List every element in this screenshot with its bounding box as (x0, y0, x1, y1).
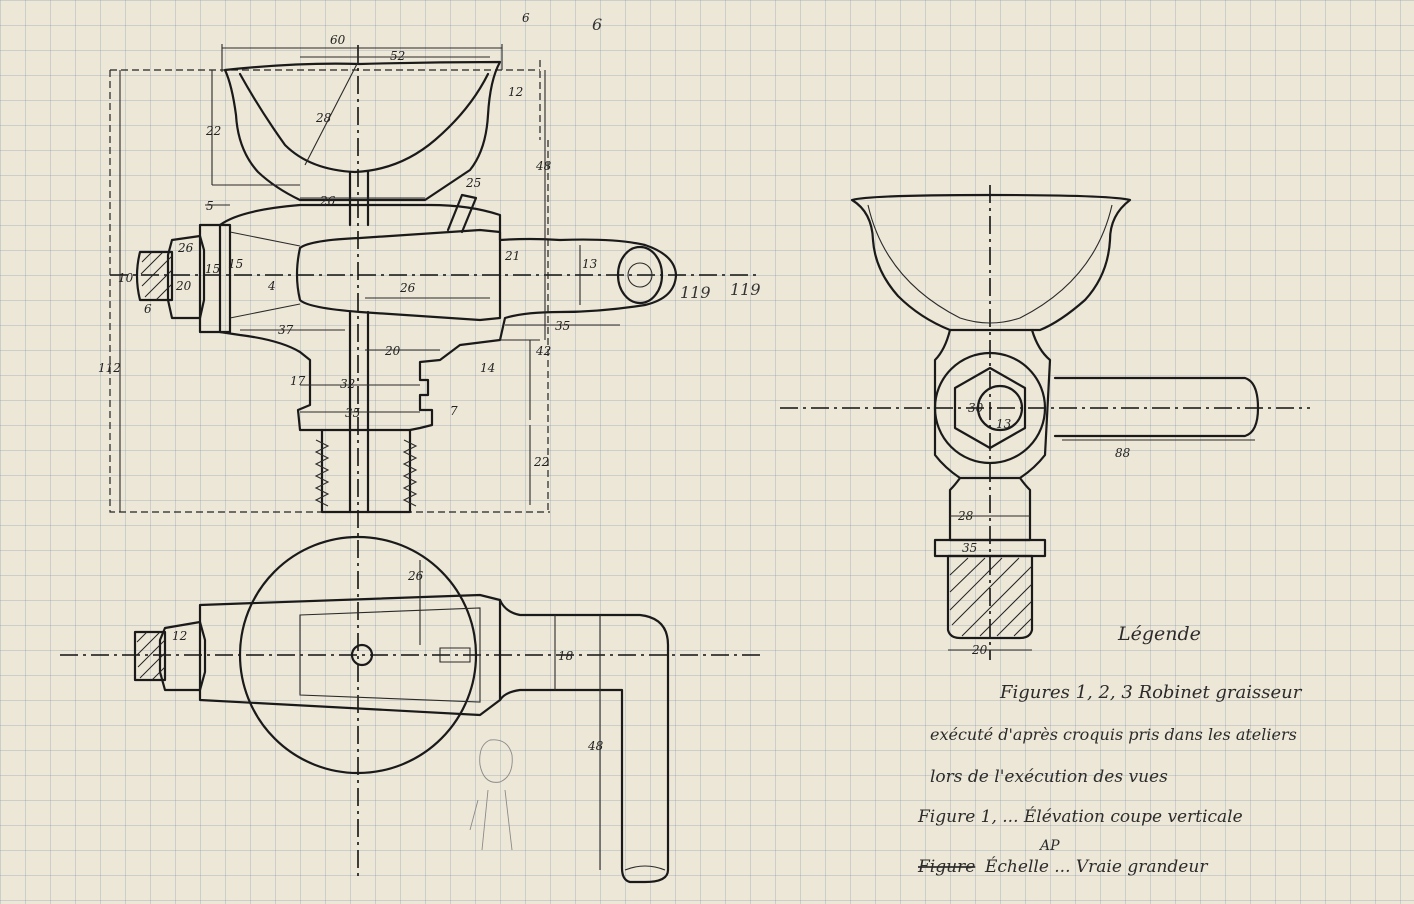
dim-32: 32 (340, 377, 355, 391)
dim-side-13: 13 (996, 417, 1012, 431)
dim-plan-26: 26 (407, 569, 424, 583)
legend-line-3: lors de l'exécution des vues (930, 767, 1168, 787)
side-hex-nut (953, 366, 1027, 450)
dim-42: 42 (535, 344, 551, 358)
legend-line-6: Échelle ... Vraie grandeur (984, 856, 1208, 877)
handle-tip (624, 865, 666, 871)
dim-side-20: 20 (971, 643, 988, 657)
dim-nut-26: 26 (177, 241, 194, 255)
side-collar (933, 538, 1047, 558)
thread-left (314, 439, 330, 507)
right-extent-lines (539, 60, 549, 512)
figure-3-side: 30 13 88 28 35 20 (780, 185, 1310, 660)
dim-side-35: 35 (962, 541, 977, 555)
dim-21: 21 (504, 249, 520, 263)
oblique-oil-hole (446, 193, 478, 234)
dim-nut-15a: 15 (205, 262, 220, 276)
dim-side-28: 28 (957, 509, 974, 523)
bolt-end-hatching (140, 251, 173, 301)
bolt-end (135, 250, 174, 302)
dim-22: 22 (205, 124, 221, 138)
legend-line-2: exécuté d'après croquis pris dans les at… (930, 725, 1297, 744)
side-thread-hatching (949, 557, 1033, 637)
dim-nut-20: 20 (175, 279, 192, 293)
dim-12: 12 (508, 85, 523, 99)
pencil-sketch-figure (469, 739, 513, 851)
dim-13: 13 (582, 257, 598, 271)
dim-plan-12: 12 (172, 629, 187, 643)
thread-right (402, 439, 418, 507)
tapered-plug (295, 228, 502, 322)
legend-line-1: Figures 1, 2, 3 Robinet graisseur (999, 682, 1303, 703)
dim-20: 20 (384, 344, 401, 358)
dim-52: 52 (390, 49, 405, 63)
dim-17: 17 (290, 374, 306, 388)
plug-plan (299, 607, 481, 703)
dim-4: 4 (267, 279, 276, 293)
dim-plan-48: 48 (587, 739, 604, 753)
threaded-tail (320, 428, 412, 514)
dim-26-plug: 26 (399, 281, 416, 295)
dim-112: 112 (98, 361, 121, 375)
dim-5: 5 (206, 199, 214, 213)
side-bolt (976, 384, 1024, 432)
side-body (933, 328, 1052, 480)
figure-1-elevation: 60 52 6 6 28 22 12 48 26 25 5 26 20 15 1… (98, 11, 761, 540)
dim-25: 25 (465, 176, 481, 190)
dim-119: 119 (680, 283, 711, 302)
dim-line-22 (211, 70, 300, 186)
legend-notes: Légende Figures 1, 2, 3 Robinet graisseu… (917, 623, 1303, 877)
handle-end (616, 245, 664, 305)
dim-22b: 22 (533, 455, 549, 469)
dim-nut-6: 6 (144, 302, 152, 316)
dim-side-88: 88 (1115, 446, 1131, 460)
dim-28: 28 (315, 111, 332, 125)
centre-hole (350, 643, 374, 667)
legend-heading: Légende (1117, 623, 1201, 645)
dim-37: 37 (278, 323, 294, 337)
handle-elbow (498, 598, 670, 884)
dim-119-pencil: 119 (730, 280, 761, 299)
dim-48: 48 (535, 159, 552, 173)
dim-line-60 (221, 44, 503, 72)
plan-bolt-end (133, 630, 167, 682)
cup-inner (238, 72, 490, 174)
dim-nut-15b: 15 (228, 257, 243, 271)
handle-end-inner (627, 262, 653, 288)
dim-line-42 (500, 339, 540, 420)
plan-bolt-hatching (136, 631, 166, 681)
dim-6a: 6 (522, 11, 530, 25)
legend-struck-word: Figure (917, 857, 975, 877)
dim-6b: 6 (592, 15, 602, 34)
dim-plan-18: 18 (558, 649, 574, 663)
figure-2-plan: 12 26 18 48 (60, 535, 760, 884)
legend-ap-marker: AP (1038, 838, 1060, 854)
legend-line-4: Figure 1, ... Élévation coupe verticale (917, 806, 1243, 827)
side-thread (946, 554, 1034, 640)
dim-line-28 (304, 61, 359, 166)
side-handle (1053, 376, 1260, 438)
side-cup-outer (850, 193, 1132, 332)
dim-26-neck: 26 (319, 194, 336, 208)
dim-35b: 35 (345, 406, 360, 420)
valve-body (218, 203, 678, 432)
cup-outer (223, 60, 502, 202)
dim-35: 35 (555, 319, 570, 333)
plan-nut (158, 620, 207, 692)
cup-plan-circle (238, 535, 478, 775)
dim-side-30: 30 (968, 401, 984, 415)
dim-14: 14 (480, 361, 495, 375)
dim-7: 7 (450, 404, 458, 418)
washer (198, 223, 232, 334)
overall-extent-lines (109, 69, 550, 513)
plug-taper-lines (229, 231, 301, 319)
dim-60: 60 (330, 33, 346, 47)
side-cup-inner (867, 204, 1113, 324)
dim-nut-10: 10 (118, 271, 134, 285)
side-boss (933, 351, 1047, 465)
plan-oil-hole (439, 647, 471, 663)
hex-nut (166, 234, 206, 320)
